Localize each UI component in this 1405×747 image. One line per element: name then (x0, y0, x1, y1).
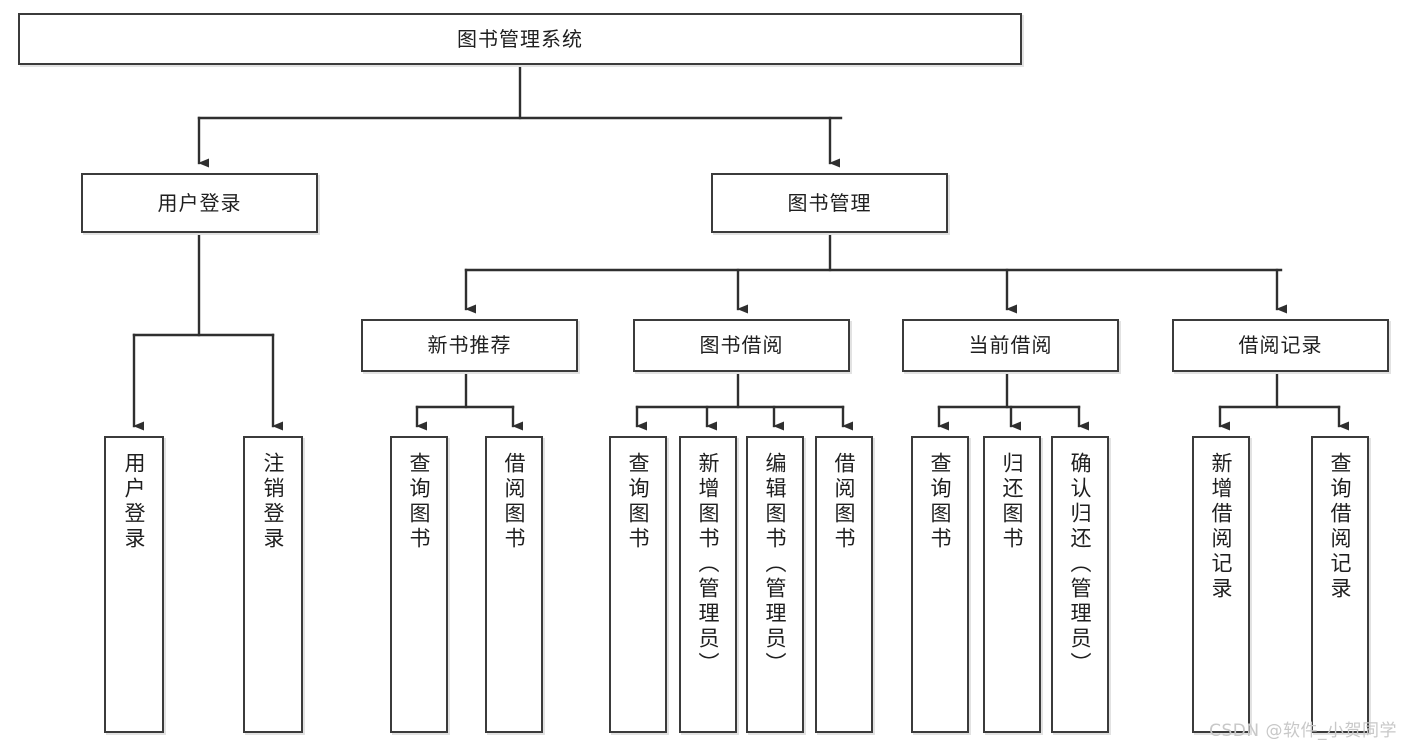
node-leaf-label: 借阅图书 (832, 452, 857, 552)
node-leaf[interactable]: 借阅图书 (485, 436, 543, 733)
node-leaf-label: 确认归还（管理员） (1068, 452, 1093, 677)
node-leaf-label: 新增图书（管理员） (696, 452, 721, 677)
node-leaf[interactable]: 用户登录 (104, 436, 164, 733)
watermark: CSDN @软件_小贺同学 (1209, 721, 1397, 741)
node-leaf[interactable]: 借阅图书 (815, 436, 873, 733)
node-book-management[interactable]: 图书管理 (711, 173, 948, 233)
node-new-book-recommend[interactable]: 新书推荐 (361, 319, 578, 372)
node-leaf-label: 查询图书 (928, 452, 953, 552)
node-book-borrow[interactable]: 图书借阅 (633, 319, 850, 372)
node-leaf[interactable]: 新增借阅记录 (1192, 436, 1250, 733)
node-root-label: 图书管理系统 (457, 26, 583, 51)
node-leaf-label: 查询借阅记录 (1328, 452, 1353, 602)
node-borrow-records[interactable]: 借阅记录 (1172, 319, 1389, 372)
node-user-login[interactable]: 用户登录 (81, 173, 318, 233)
node-leaf[interactable]: 注销登录 (243, 436, 303, 733)
node-book-borrow-label: 图书借阅 (699, 333, 784, 357)
node-current-borrow[interactable]: 当前借阅 (902, 319, 1119, 372)
node-leaf[interactable]: 查询图书 (911, 436, 969, 733)
node-leaf-label: 归还图书 (1000, 452, 1025, 552)
node-leaf[interactable]: 查询图书 (609, 436, 667, 733)
node-leaf-label: 用户登录 (122, 452, 147, 552)
node-leaf[interactable]: 新增图书（管理员） (679, 436, 737, 733)
node-current-borrow-label: 当前借阅 (968, 333, 1053, 357)
node-leaf-label: 借阅图书 (502, 452, 527, 552)
node-leaf-label: 查询图书 (626, 452, 651, 552)
node-leaf[interactable]: 确认归还（管理员） (1051, 436, 1109, 733)
node-leaf-label: 新增借阅记录 (1209, 452, 1234, 602)
node-leaf-label: 查询图书 (407, 452, 432, 552)
node-leaf-label: 编辑图书（管理员） (763, 452, 788, 677)
node-new-book-recommend-label: 新书推荐 (427, 333, 512, 357)
node-leaf[interactable]: 查询借阅记录 (1311, 436, 1369, 733)
node-leaf[interactable]: 查询图书 (390, 436, 448, 733)
node-root[interactable]: 图书管理系统 (18, 13, 1022, 65)
node-book-management-label: 图书管理 (787, 190, 872, 215)
node-user-login-label: 用户登录 (157, 190, 242, 215)
node-leaf-label: 注销登录 (261, 452, 286, 552)
node-leaf[interactable]: 编辑图书（管理员） (746, 436, 804, 733)
node-leaf[interactable]: 归还图书 (983, 436, 1041, 733)
node-borrow-records-label: 借阅记录 (1238, 333, 1323, 357)
